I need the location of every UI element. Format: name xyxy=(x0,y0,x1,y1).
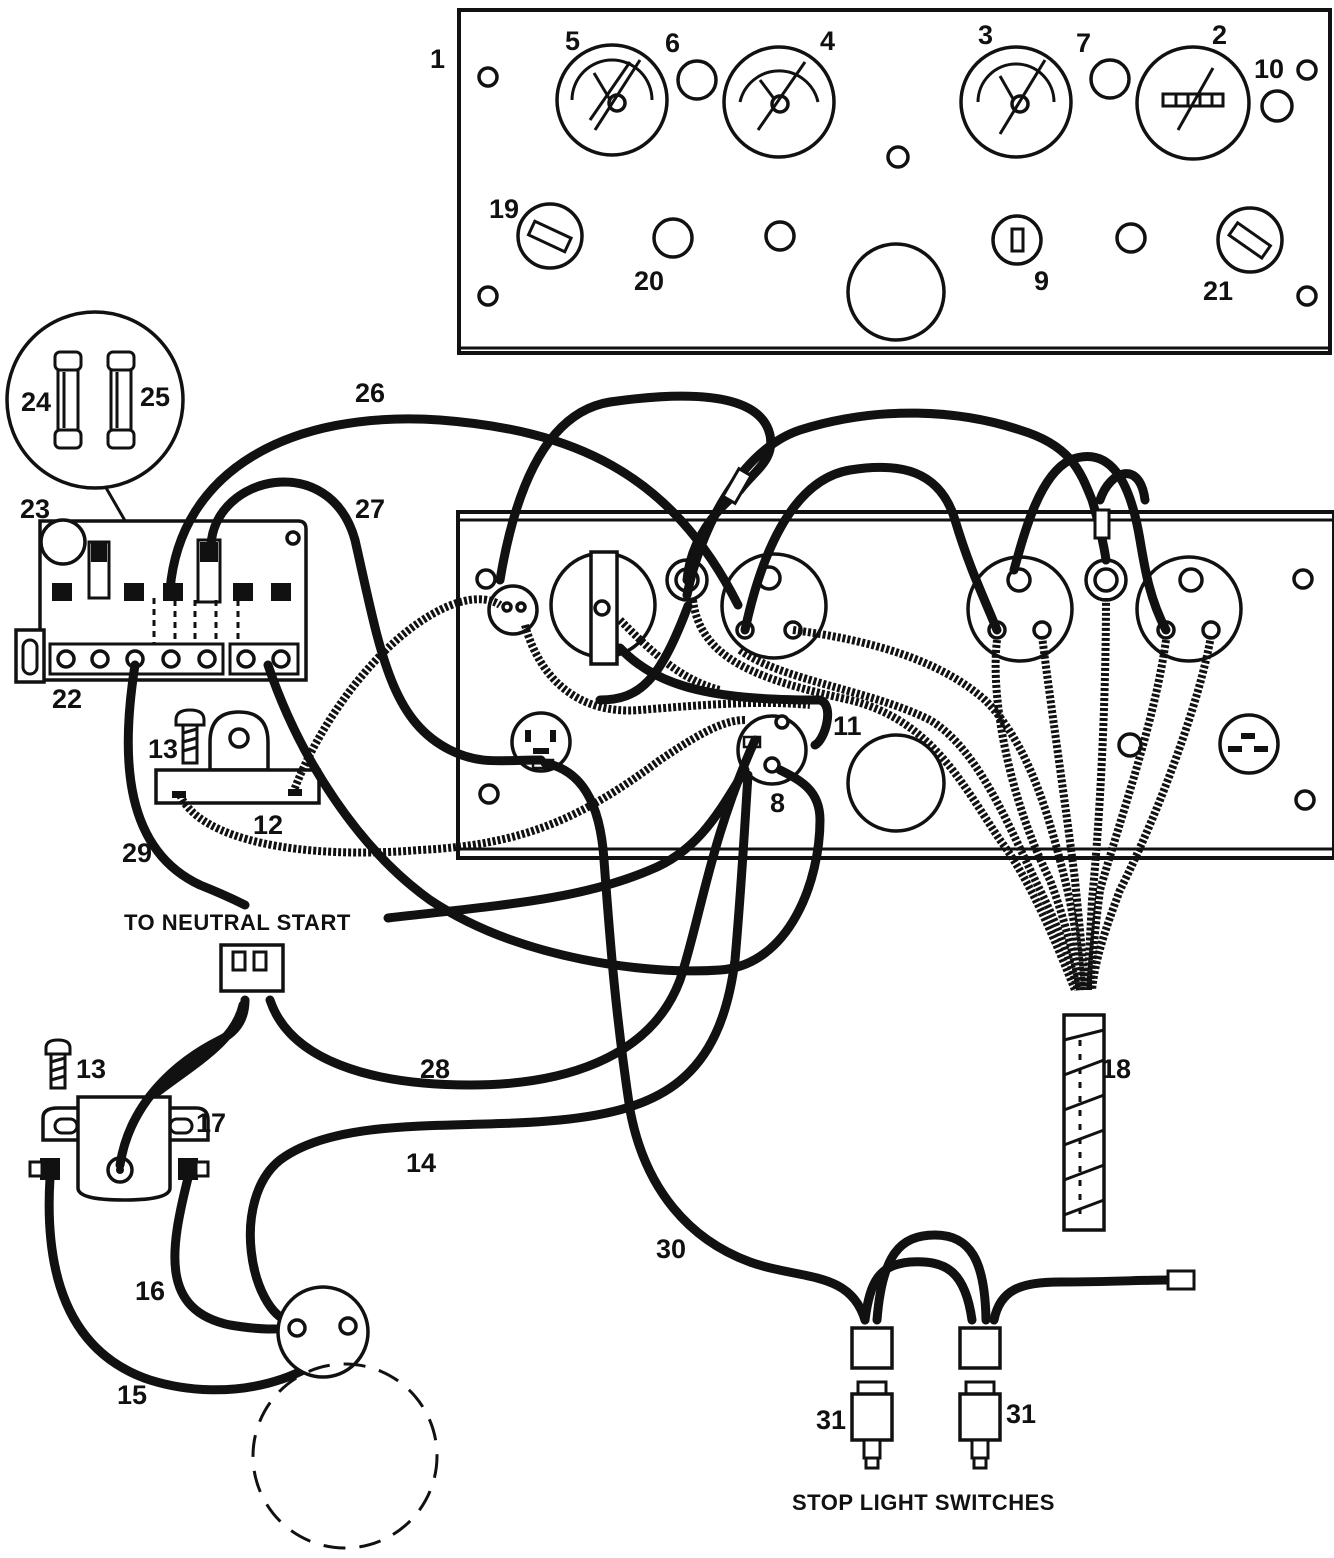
wire-27 xyxy=(206,477,546,766)
callout-numbers: 1 5 6 4 3 7 2 10 19 20 9 21 24 25 26 27 … xyxy=(20,20,1284,1435)
callout-10: 10 xyxy=(1254,54,1284,84)
callout-13-lower: 13 xyxy=(76,1054,106,1084)
relay-17 xyxy=(28,1095,210,1202)
callout-25: 25 xyxy=(140,382,170,412)
switch-9 xyxy=(991,214,1043,266)
callout-2: 2 xyxy=(1212,20,1227,50)
callout-23: 23 xyxy=(20,494,50,524)
gauge-3 xyxy=(959,45,1073,159)
callout-7: 7 xyxy=(1076,28,1091,58)
wire-29 xyxy=(123,660,250,910)
instrument-panel-front xyxy=(457,8,1332,355)
wire-26 xyxy=(165,414,743,610)
wire-neutral-start xyxy=(383,765,750,923)
callout-27: 27 xyxy=(355,494,385,524)
callout-31-right: 31 xyxy=(1006,1399,1036,1429)
callout-9: 9 xyxy=(1034,266,1049,296)
stop-light-switch-right xyxy=(958,1380,1002,1470)
callout-30: 30 xyxy=(656,1234,686,1264)
wire-to-block-8 xyxy=(263,660,825,976)
callout-29: 29 xyxy=(122,838,152,868)
indicator-light-20 xyxy=(652,217,694,259)
callout-4: 4 xyxy=(820,26,835,56)
callout-1: 1 xyxy=(430,44,445,74)
fuse-24 xyxy=(53,350,83,450)
circuit-breaker-23 xyxy=(39,518,87,566)
switch-21 xyxy=(1216,206,1284,274)
bolt-13-lower xyxy=(44,1038,72,1090)
wire-relay-coil xyxy=(115,995,250,1170)
harness-sheath-18 xyxy=(1062,1013,1106,1232)
bolt-13-upper xyxy=(174,708,206,765)
terminal-block-22 xyxy=(14,518,308,684)
callout-11: 11 xyxy=(833,711,862,741)
callout-31-left: 31 xyxy=(816,1405,846,1435)
wire-28 xyxy=(265,735,760,1090)
callout-19: 19 xyxy=(489,194,519,224)
gauge-5 xyxy=(555,43,669,157)
callout-21: 21 xyxy=(1203,276,1233,306)
callout-5: 5 xyxy=(565,26,580,56)
caption-stop-light-switches: STOP LIGHT SWITCHES xyxy=(792,1490,1055,1515)
switch-19 xyxy=(516,202,584,270)
callout-14: 14 xyxy=(406,1148,436,1178)
callout-20: 20 xyxy=(634,266,664,296)
callout-12: 12 xyxy=(253,810,283,840)
stop-light-switch-left xyxy=(850,1380,894,1470)
gauge-2-hourmeter xyxy=(1135,45,1251,161)
neutral-start-connector xyxy=(219,943,285,993)
wire-14 xyxy=(245,770,753,1327)
caption-neutral-start: TO NEUTRAL START xyxy=(124,910,351,935)
callout-8: 8 xyxy=(770,788,785,818)
fuse-25 xyxy=(106,350,136,450)
indicator-light-7 xyxy=(1089,58,1131,100)
callout-22: 22 xyxy=(52,684,82,714)
callout-15: 15 xyxy=(117,1380,147,1410)
indicator-light-6 xyxy=(676,59,718,101)
wire-30 xyxy=(540,758,870,1325)
callout-6: 6 xyxy=(665,28,680,58)
callout-26: 26 xyxy=(355,378,385,408)
callout-28: 28 xyxy=(420,1054,450,1084)
gauge-4 xyxy=(722,45,836,159)
callout-18: 18 xyxy=(1101,1054,1131,1084)
starter-solenoid xyxy=(251,1285,439,1550)
stop-light-switches xyxy=(850,1230,1196,1470)
callout-16: 16 xyxy=(135,1276,165,1306)
callout-3: 3 xyxy=(978,20,993,50)
indicator-light-10 xyxy=(1260,89,1294,123)
callout-24: 24 xyxy=(21,387,51,417)
wire-16 xyxy=(170,1173,300,1334)
fuse-inset xyxy=(5,310,185,591)
callout-13-upper: 13 xyxy=(148,734,178,764)
callout-17: 17 xyxy=(196,1108,226,1138)
